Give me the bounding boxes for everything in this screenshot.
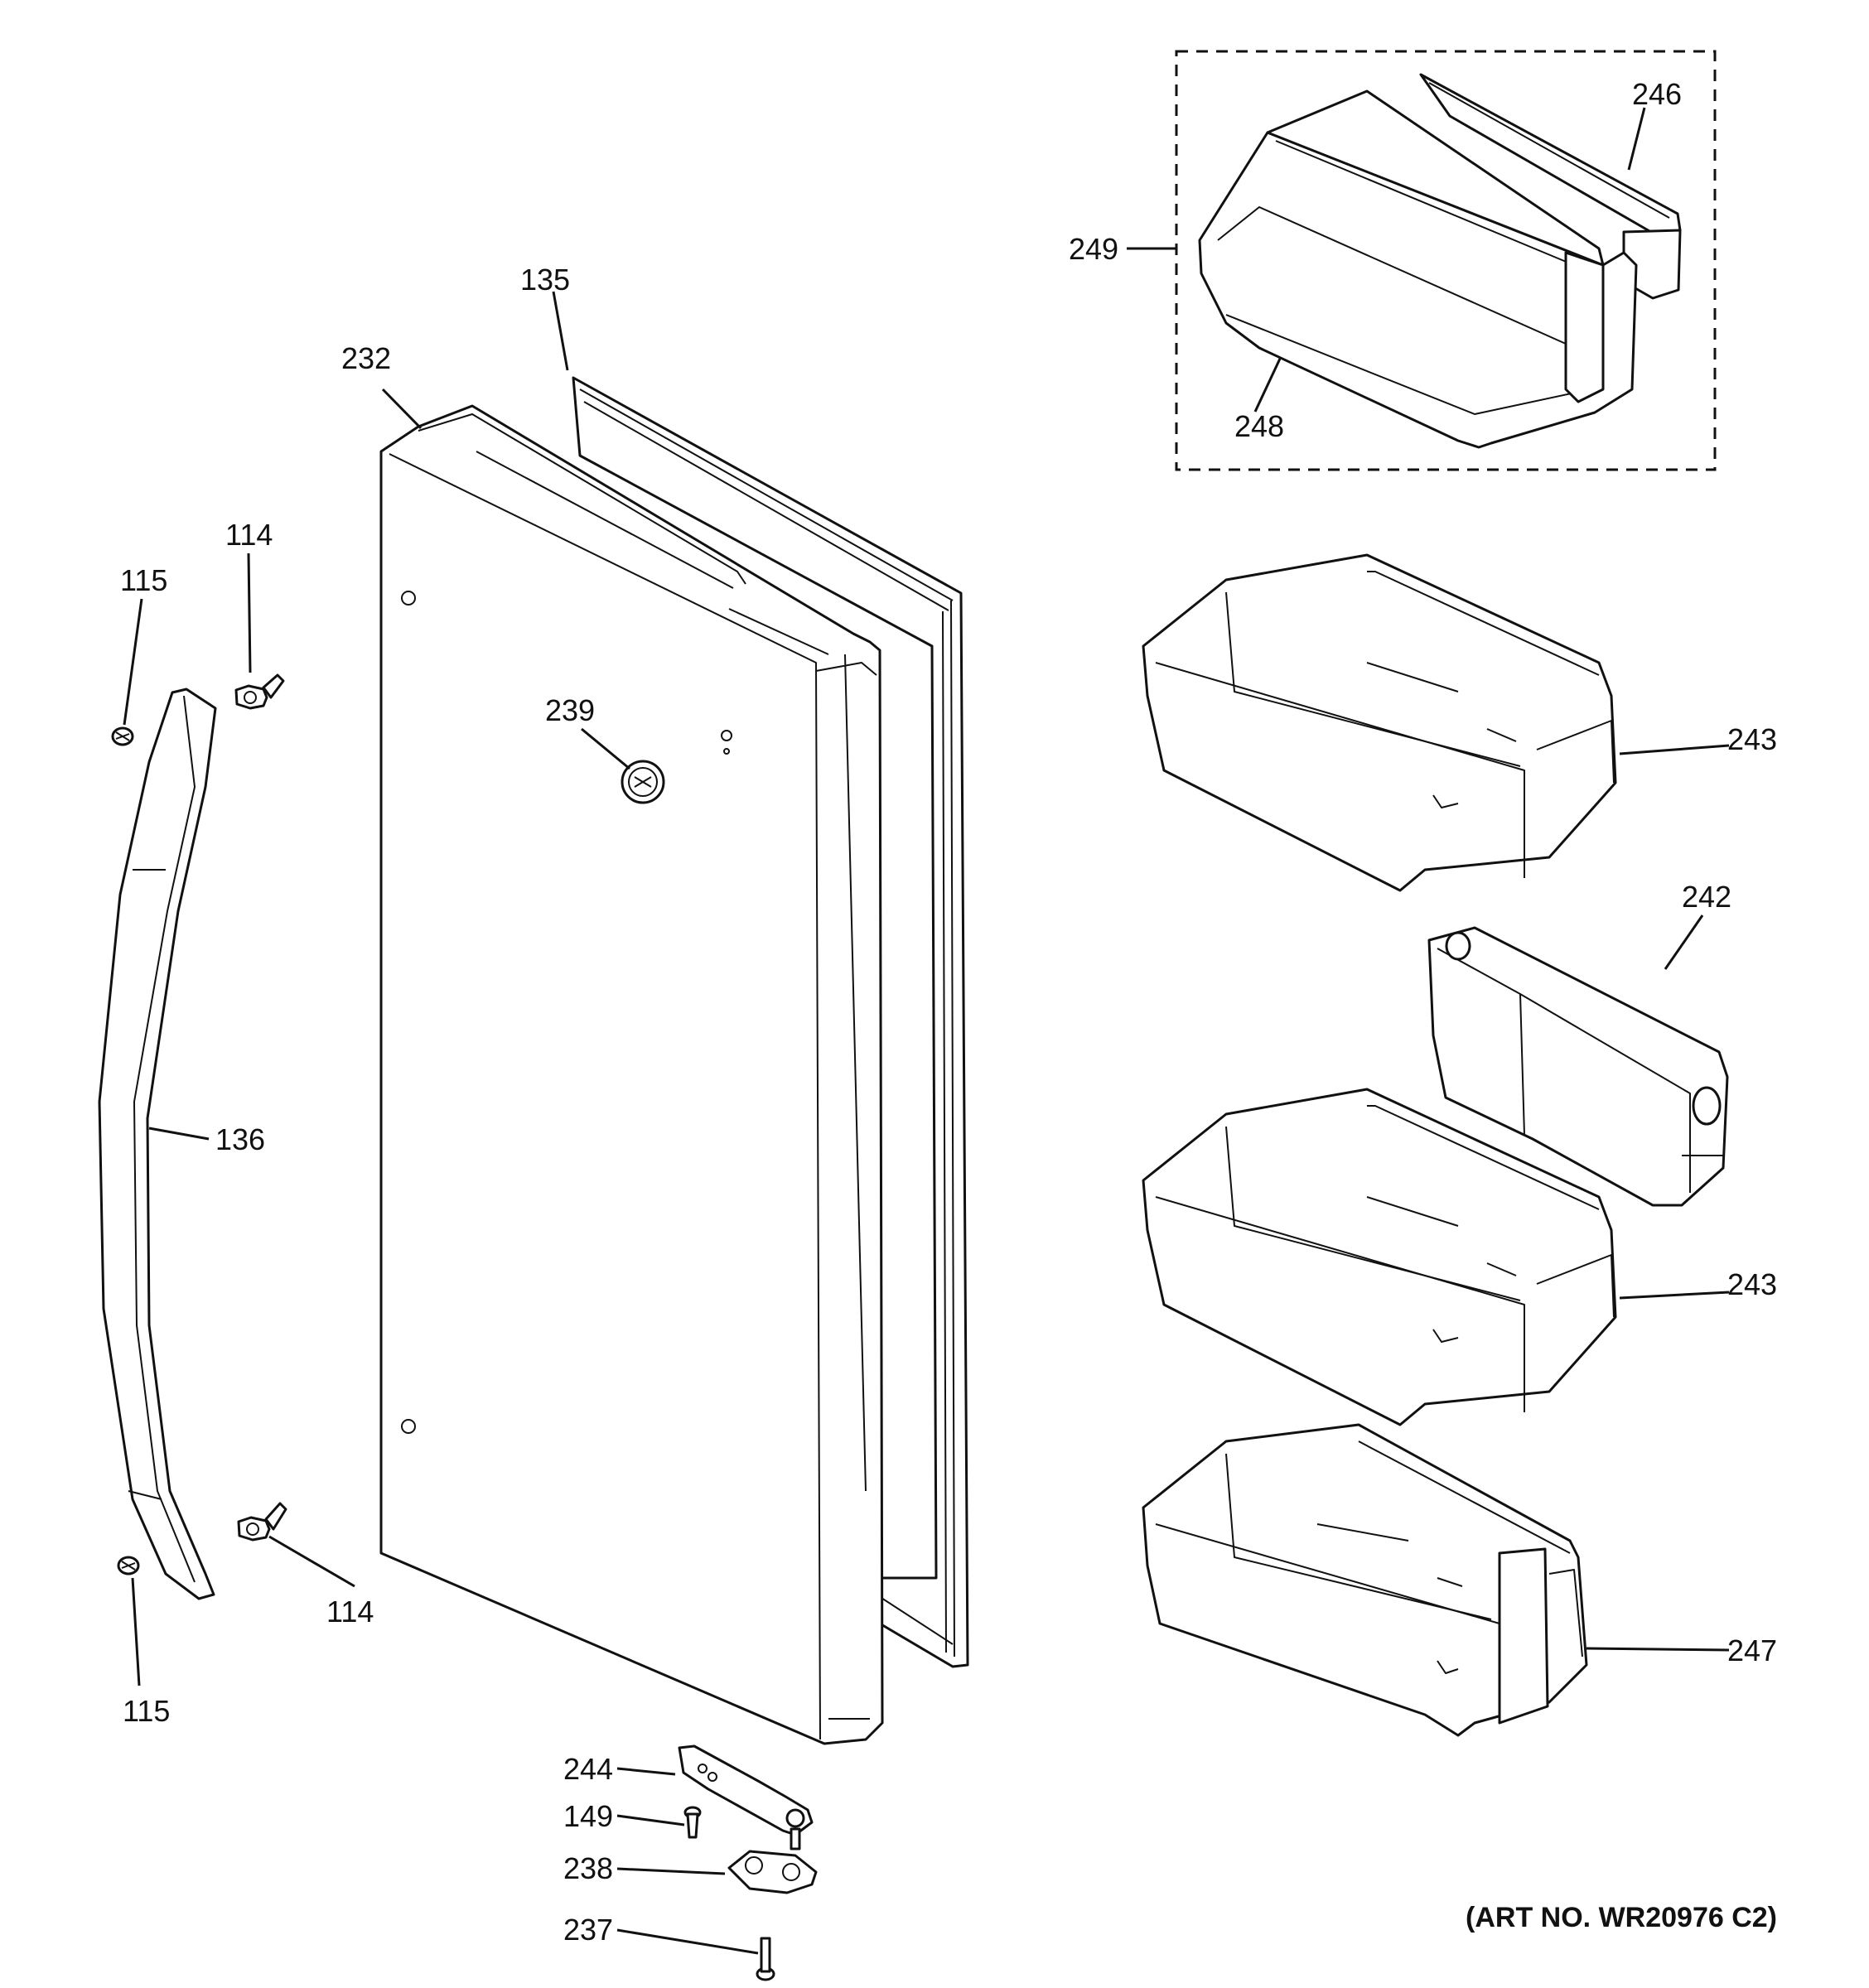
callout-247: 247 xyxy=(1727,1633,1777,1667)
callout-243-bottom: 243 xyxy=(1727,1267,1777,1301)
part-114-handle-stud-bottom xyxy=(237,1502,287,1542)
part-232-door xyxy=(379,404,884,1745)
art-number: (ART NO. WR20976 C2) xyxy=(1466,1902,1777,1933)
callout-238: 238 xyxy=(563,1851,613,1885)
callout-labels: 246 249 248 135 232 114 115 239 243 242 … xyxy=(120,77,1777,1947)
callout-244: 244 xyxy=(563,1752,613,1786)
callout-249: 249 xyxy=(1069,232,1118,266)
part-244-hinge-bracket xyxy=(678,1744,814,1850)
part-246-bin-panel xyxy=(1419,73,1682,300)
part-239-logo-badge xyxy=(621,760,665,804)
callout-242: 242 xyxy=(1682,880,1731,914)
leader-lines xyxy=(123,107,1730,1955)
part-114-handle-stud-top xyxy=(234,673,285,710)
callout-248: 248 xyxy=(1234,409,1284,443)
part-248-bin-tray xyxy=(1198,89,1638,449)
callout-114-top: 114 xyxy=(225,518,273,552)
callout-115-top: 115 xyxy=(120,563,167,597)
part-243-door-bin-top xyxy=(1142,553,1617,892)
callout-232: 232 xyxy=(341,341,391,375)
callout-237: 237 xyxy=(563,1913,613,1947)
callout-114-bottom: 114 xyxy=(326,1595,374,1629)
part-238-hinge-plate xyxy=(727,1850,818,1894)
part-115-set-screw-bottom xyxy=(117,1556,140,1575)
part-237-bolt xyxy=(756,1937,775,1981)
part-115-set-screw-top xyxy=(111,726,134,746)
part-247-door-bin-bottom xyxy=(1142,1423,1588,1737)
callout-135: 135 xyxy=(520,263,570,297)
part-243-door-bin-middle xyxy=(1142,1088,1617,1426)
callout-239: 239 xyxy=(545,693,595,727)
part-149-screw xyxy=(683,1806,702,1839)
part-242-small-door-bin xyxy=(1427,926,1729,1207)
callout-246: 246 xyxy=(1632,77,1682,111)
callout-243-top: 243 xyxy=(1727,722,1777,756)
bin-assembly-group-box xyxy=(1175,50,1717,471)
part-136-door-handle xyxy=(98,688,217,1600)
callout-115-bottom: 115 xyxy=(123,1694,170,1728)
callout-149: 149 xyxy=(563,1799,613,1833)
callout-136: 136 xyxy=(215,1122,265,1156)
